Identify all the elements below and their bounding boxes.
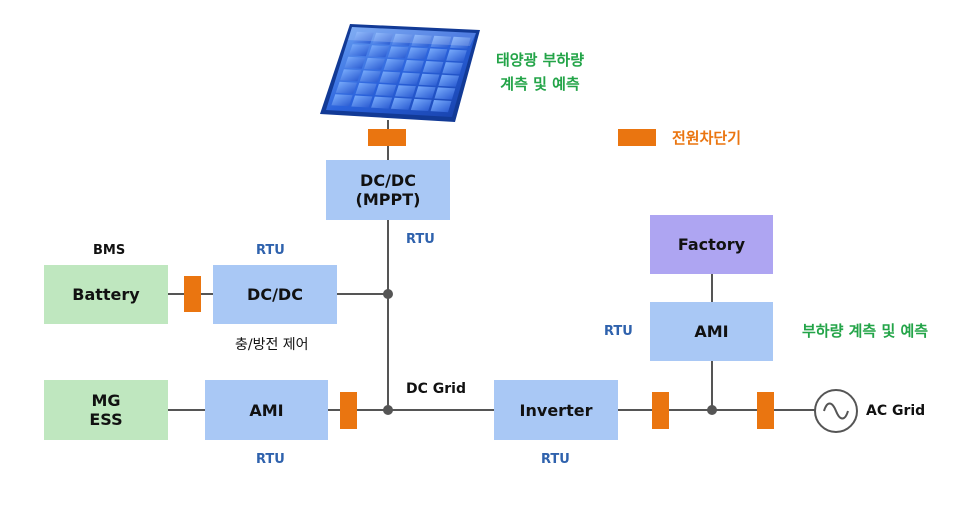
solar-cell <box>390 97 412 110</box>
solar-forecast-label: 태양광 부하량 계측 및 예측 <box>496 51 585 93</box>
solar-cell <box>446 49 467 62</box>
solar-cell <box>351 95 373 108</box>
solar-cell <box>403 60 424 72</box>
mg-ess-box: MG ESS <box>44 380 168 440</box>
rtu-label-mppt: RTU <box>406 232 435 247</box>
junction-dot <box>707 405 717 415</box>
solar-cell <box>438 74 460 87</box>
rtu-label-ami-right: RTU <box>604 324 633 339</box>
bms-label: BMS <box>93 243 126 258</box>
rtu-label-dcdc: RTU <box>256 243 285 258</box>
solar-cell <box>340 69 362 82</box>
solar-cell <box>411 34 432 47</box>
solar-panel-icon <box>320 24 480 122</box>
dc-grid-label: DC Grid <box>406 381 466 397</box>
junctions <box>383 289 717 415</box>
breaker-inverter <box>652 392 669 429</box>
battery-box: Battery <box>44 265 168 324</box>
solar-cell <box>371 96 393 109</box>
solar-cell <box>348 44 370 57</box>
ami-left-box: AMI <box>205 380 328 440</box>
solar-cell <box>379 71 401 84</box>
breaker-ac-grid <box>757 392 774 429</box>
junction-dot <box>383 289 393 299</box>
rtu-label-ami-left: RTU <box>256 452 285 467</box>
solar-cell <box>391 33 413 46</box>
solar-cell <box>335 81 357 94</box>
solar-cell <box>375 84 397 97</box>
dcdc-box: DC/DC <box>213 265 337 324</box>
breaker-ami-left <box>340 392 357 429</box>
dcdc-mppt-box: DC/DC (MPPT) <box>326 160 450 220</box>
solar-cell <box>434 87 456 100</box>
solar-cell <box>372 32 394 45</box>
wires <box>168 120 815 411</box>
solar-cell <box>426 48 448 61</box>
solar-cell <box>359 70 381 83</box>
solar-cell <box>407 47 428 60</box>
junction-dot <box>383 405 393 415</box>
solar-cell <box>442 62 463 75</box>
solar-cell <box>368 45 390 58</box>
charge-control-label: 충/방전 제어 <box>235 337 309 353</box>
solar-cell <box>344 56 366 69</box>
solar-cell <box>422 61 444 74</box>
solar-cell <box>383 58 405 71</box>
solar-cell <box>399 72 420 85</box>
ac-grid-label: AC Grid <box>866 403 926 419</box>
breaker-legend-label: 전원차단기 <box>672 129 742 147</box>
solar-cell <box>395 85 416 98</box>
solar-cell <box>410 98 432 111</box>
solar-cell <box>387 46 409 59</box>
solar-cell <box>364 57 385 70</box>
ac-source-icon <box>814 389 858 433</box>
rtu-label-inverter: RTU <box>541 452 570 467</box>
solar-cell <box>430 100 452 113</box>
solar-cell <box>450 36 471 49</box>
solar-cell <box>331 94 353 107</box>
solar-cell <box>418 73 440 86</box>
breaker-legend-swatch <box>618 129 656 146</box>
solar-cell <box>430 35 452 48</box>
breaker-panel <box>368 129 406 146</box>
solar-cell <box>355 82 377 95</box>
solar-cell <box>353 31 374 44</box>
inverter-box: Inverter <box>494 380 618 440</box>
ami-right-box: AMI <box>650 302 773 361</box>
breaker-battery <box>184 276 201 312</box>
load-forecast-label: 부하량 계측 및 예측 <box>802 322 929 340</box>
solar-cell <box>414 86 436 99</box>
factory-box: Factory <box>650 215 773 274</box>
